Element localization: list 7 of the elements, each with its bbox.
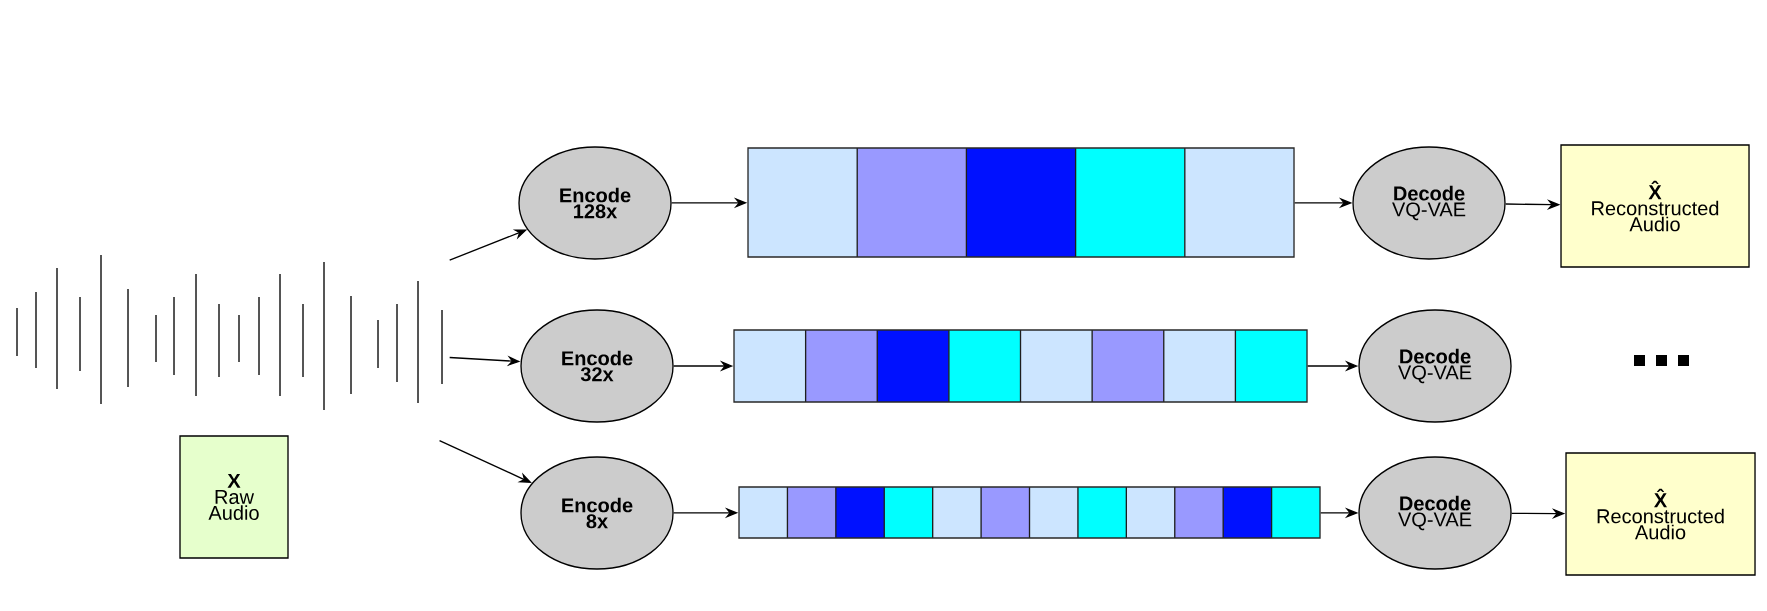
- waveform-drawing: [16, 254, 443, 411]
- audio-box: X̂ Reconstructed Audio: [1560, 144, 1750, 268]
- token-strip: [738, 486, 1321, 539]
- audio-box: X Raw Audio: [179, 435, 289, 559]
- token-strip: [747, 147, 1295, 258]
- token-strip: [733, 329, 1308, 403]
- audio-box: X̂ Reconstructed Audio: [1565, 452, 1756, 576]
